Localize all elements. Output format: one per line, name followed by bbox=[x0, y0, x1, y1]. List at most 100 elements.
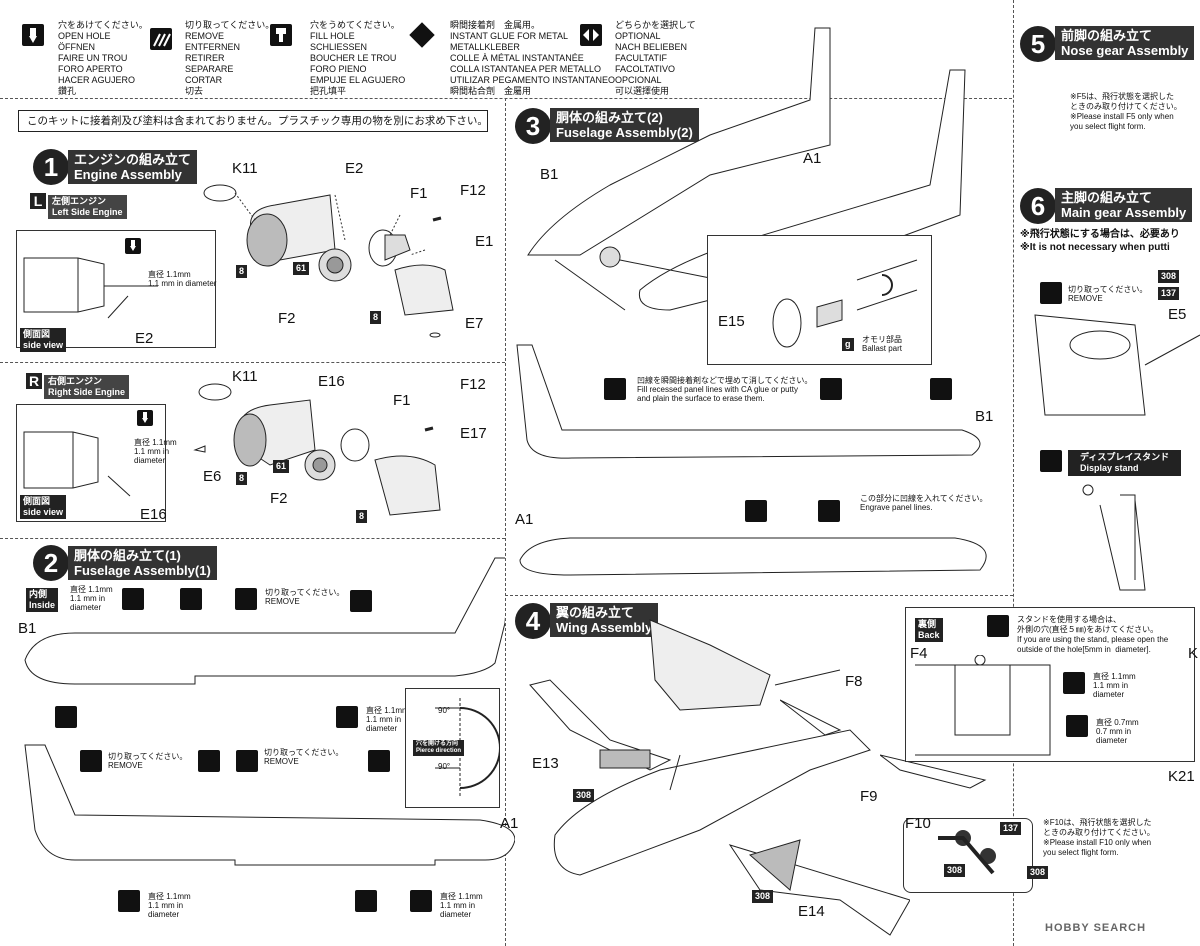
part-F1: F1 bbox=[410, 185, 428, 202]
runner-badge-61: 61 bbox=[293, 262, 310, 275]
drill-icon bbox=[350, 590, 372, 612]
step-1-number: 1 bbox=[33, 149, 69, 185]
wing-tip-F9 bbox=[880, 754, 987, 789]
part-F8: F8 bbox=[845, 673, 863, 690]
ballast-detail-box bbox=[707, 235, 932, 365]
runner-badge-8: 8 bbox=[236, 265, 248, 278]
remove-label: 切り取ってください。 REMOVE bbox=[264, 748, 344, 766]
part-E16-view: E16 bbox=[140, 506, 167, 523]
part-F4: F4 bbox=[910, 645, 928, 662]
step-2-title: 胴体の組み立て(1)Fuselage Assembly(1) bbox=[68, 546, 217, 580]
drill-icon bbox=[198, 750, 220, 772]
remove-label: 切り取ってください。 REMOVE bbox=[108, 752, 188, 770]
watermark: HOBBY SEARCH bbox=[1045, 922, 1147, 934]
part-E17: E17 bbox=[460, 425, 487, 442]
part-E16: E16 bbox=[318, 373, 345, 390]
engine-right-dia: 直径 1.1mm 1.1 mm in diameter bbox=[134, 438, 177, 465]
legend-bar: 穴をあけてください。 OPEN HOLE ÖFFNEN FAIRE UN TRO… bbox=[0, 0, 1010, 96]
wing-assembly-drawing bbox=[529, 619, 910, 936]
part-E2-left-view: E2 bbox=[135, 330, 154, 347]
step-2-number: 2 bbox=[33, 545, 69, 581]
dia-label: 直径 1.1mm 1.1 mm in diameter bbox=[440, 892, 483, 919]
step-6-number: 6 bbox=[1020, 188, 1056, 224]
drill-icon bbox=[1063, 672, 1085, 694]
cut-icon bbox=[236, 750, 258, 772]
dia-label: 直径 1.1mm 1.1 mm in diameter bbox=[148, 892, 191, 919]
part-E13: E13 bbox=[532, 755, 559, 772]
main-gear-drawing bbox=[1034, 314, 1200, 416]
wing-tip-F8 bbox=[780, 699, 842, 736]
cut-icon bbox=[150, 28, 172, 50]
part-F10: F10 bbox=[905, 815, 931, 832]
cut-icon bbox=[235, 588, 257, 610]
runner-badge-308: 308 bbox=[1027, 866, 1049, 879]
stand-instructions: スタンドを使用する場合は、 外側の穴(直径５㎜)をあけてください。 If you… bbox=[1017, 615, 1169, 654]
part-A1-side: A1 bbox=[515, 511, 534, 528]
legend-instant-glue: 瞬間接着剤 金属用。 INSTANT GLUE FOR METAL METALL… bbox=[450, 20, 616, 96]
angle-90-bottom: 90° bbox=[438, 762, 451, 771]
legend-fill-hole: 穴をうめてください。 FILL HOLE SCHLIESSEN BOUCHER … bbox=[310, 20, 406, 96]
engine-left-dia: 直径 1.1mm 1.1 mm in diameter bbox=[148, 270, 217, 288]
part-B1-fuselage1: B1 bbox=[18, 620, 37, 637]
display-stand-drawing bbox=[1082, 484, 1146, 591]
optional-icon bbox=[580, 24, 602, 46]
step-3-number: 3 bbox=[515, 108, 551, 144]
drill-icon bbox=[818, 500, 840, 522]
runner-badge-8: 8 bbox=[236, 472, 248, 485]
drill-icon bbox=[410, 890, 432, 912]
part-F2-right: F2 bbox=[270, 490, 288, 507]
runner-badge-308: 308 bbox=[944, 864, 966, 877]
runner-badge-137: 137 bbox=[1000, 822, 1022, 835]
drill-icon bbox=[745, 500, 767, 522]
part-E6: E6 bbox=[203, 468, 222, 485]
runner-badge-61: 61 bbox=[273, 460, 290, 473]
cut-icon bbox=[1040, 282, 1062, 304]
legend-optional: どちらかを選択して OPTIONAL NACH BELIEBEN FACULTA… bbox=[615, 20, 696, 96]
step-3-title: 胴体の組み立て(2)Fuselage Assembly(2) bbox=[550, 108, 699, 142]
fill-icon bbox=[930, 378, 952, 400]
fuselage-side-view-B1 bbox=[516, 344, 981, 459]
fill-icon bbox=[820, 378, 842, 400]
drill-icon bbox=[1066, 715, 1088, 737]
runner-badge-308: 308 bbox=[752, 890, 774, 903]
part-F2: F2 bbox=[278, 310, 296, 327]
stand-dia-0-7: 直径 0.7mm 0.7 mm in diameter bbox=[1096, 718, 1139, 745]
fill-panel-lines: 凹線を瞬間接着剤などで埋めて消してください。Fill recessed pane… bbox=[637, 376, 813, 403]
drill-icon bbox=[355, 890, 377, 912]
notice-banner: このキットに接着剤及び塗料は含まれておりません。プラスチック専用の物を別にお求め… bbox=[18, 110, 488, 132]
remove-label: 切り取ってください。 REMOVE bbox=[265, 588, 345, 606]
drill-icon bbox=[987, 615, 1009, 637]
step-5-number: 5 bbox=[1020, 26, 1056, 62]
part-K21: K21 bbox=[1168, 768, 1195, 785]
main-gear-note: ※飛行状態にする場合は、必要あり※It is not necessary whe… bbox=[1020, 229, 1180, 253]
drill-icon bbox=[55, 706, 77, 728]
runner-badge-8: 8 bbox=[356, 510, 368, 523]
part-F12-right: F12 bbox=[460, 376, 486, 393]
drill-icon bbox=[368, 750, 390, 772]
nose-gear-note: ※F5は、飛行状態を選択した ときのみ取り付けてください。 ※Please in… bbox=[1070, 92, 1182, 131]
part-E1: E1 bbox=[475, 233, 494, 250]
engine-left-exploded bbox=[203, 184, 454, 338]
drill-icon bbox=[137, 410, 153, 426]
part-K: K bbox=[1188, 645, 1199, 662]
part-B1-step3: B1 bbox=[540, 166, 559, 183]
runner-badge-308: 308 bbox=[573, 789, 595, 802]
glue-icon: g bbox=[842, 338, 854, 351]
engine-left-badge: L bbox=[30, 193, 46, 209]
engine-right-exploded bbox=[193, 383, 441, 516]
fuselage-side-view-A1 bbox=[519, 537, 987, 576]
drill-icon bbox=[180, 588, 202, 610]
part-F12: F12 bbox=[460, 182, 486, 199]
part-E5: E5 bbox=[1168, 306, 1187, 323]
dia-label: 直径 1.1mm 1.1 mm in diameter bbox=[366, 706, 409, 733]
glue-icon bbox=[409, 22, 435, 48]
part-A1-step3: A1 bbox=[803, 150, 822, 167]
cut-icon bbox=[80, 750, 102, 772]
